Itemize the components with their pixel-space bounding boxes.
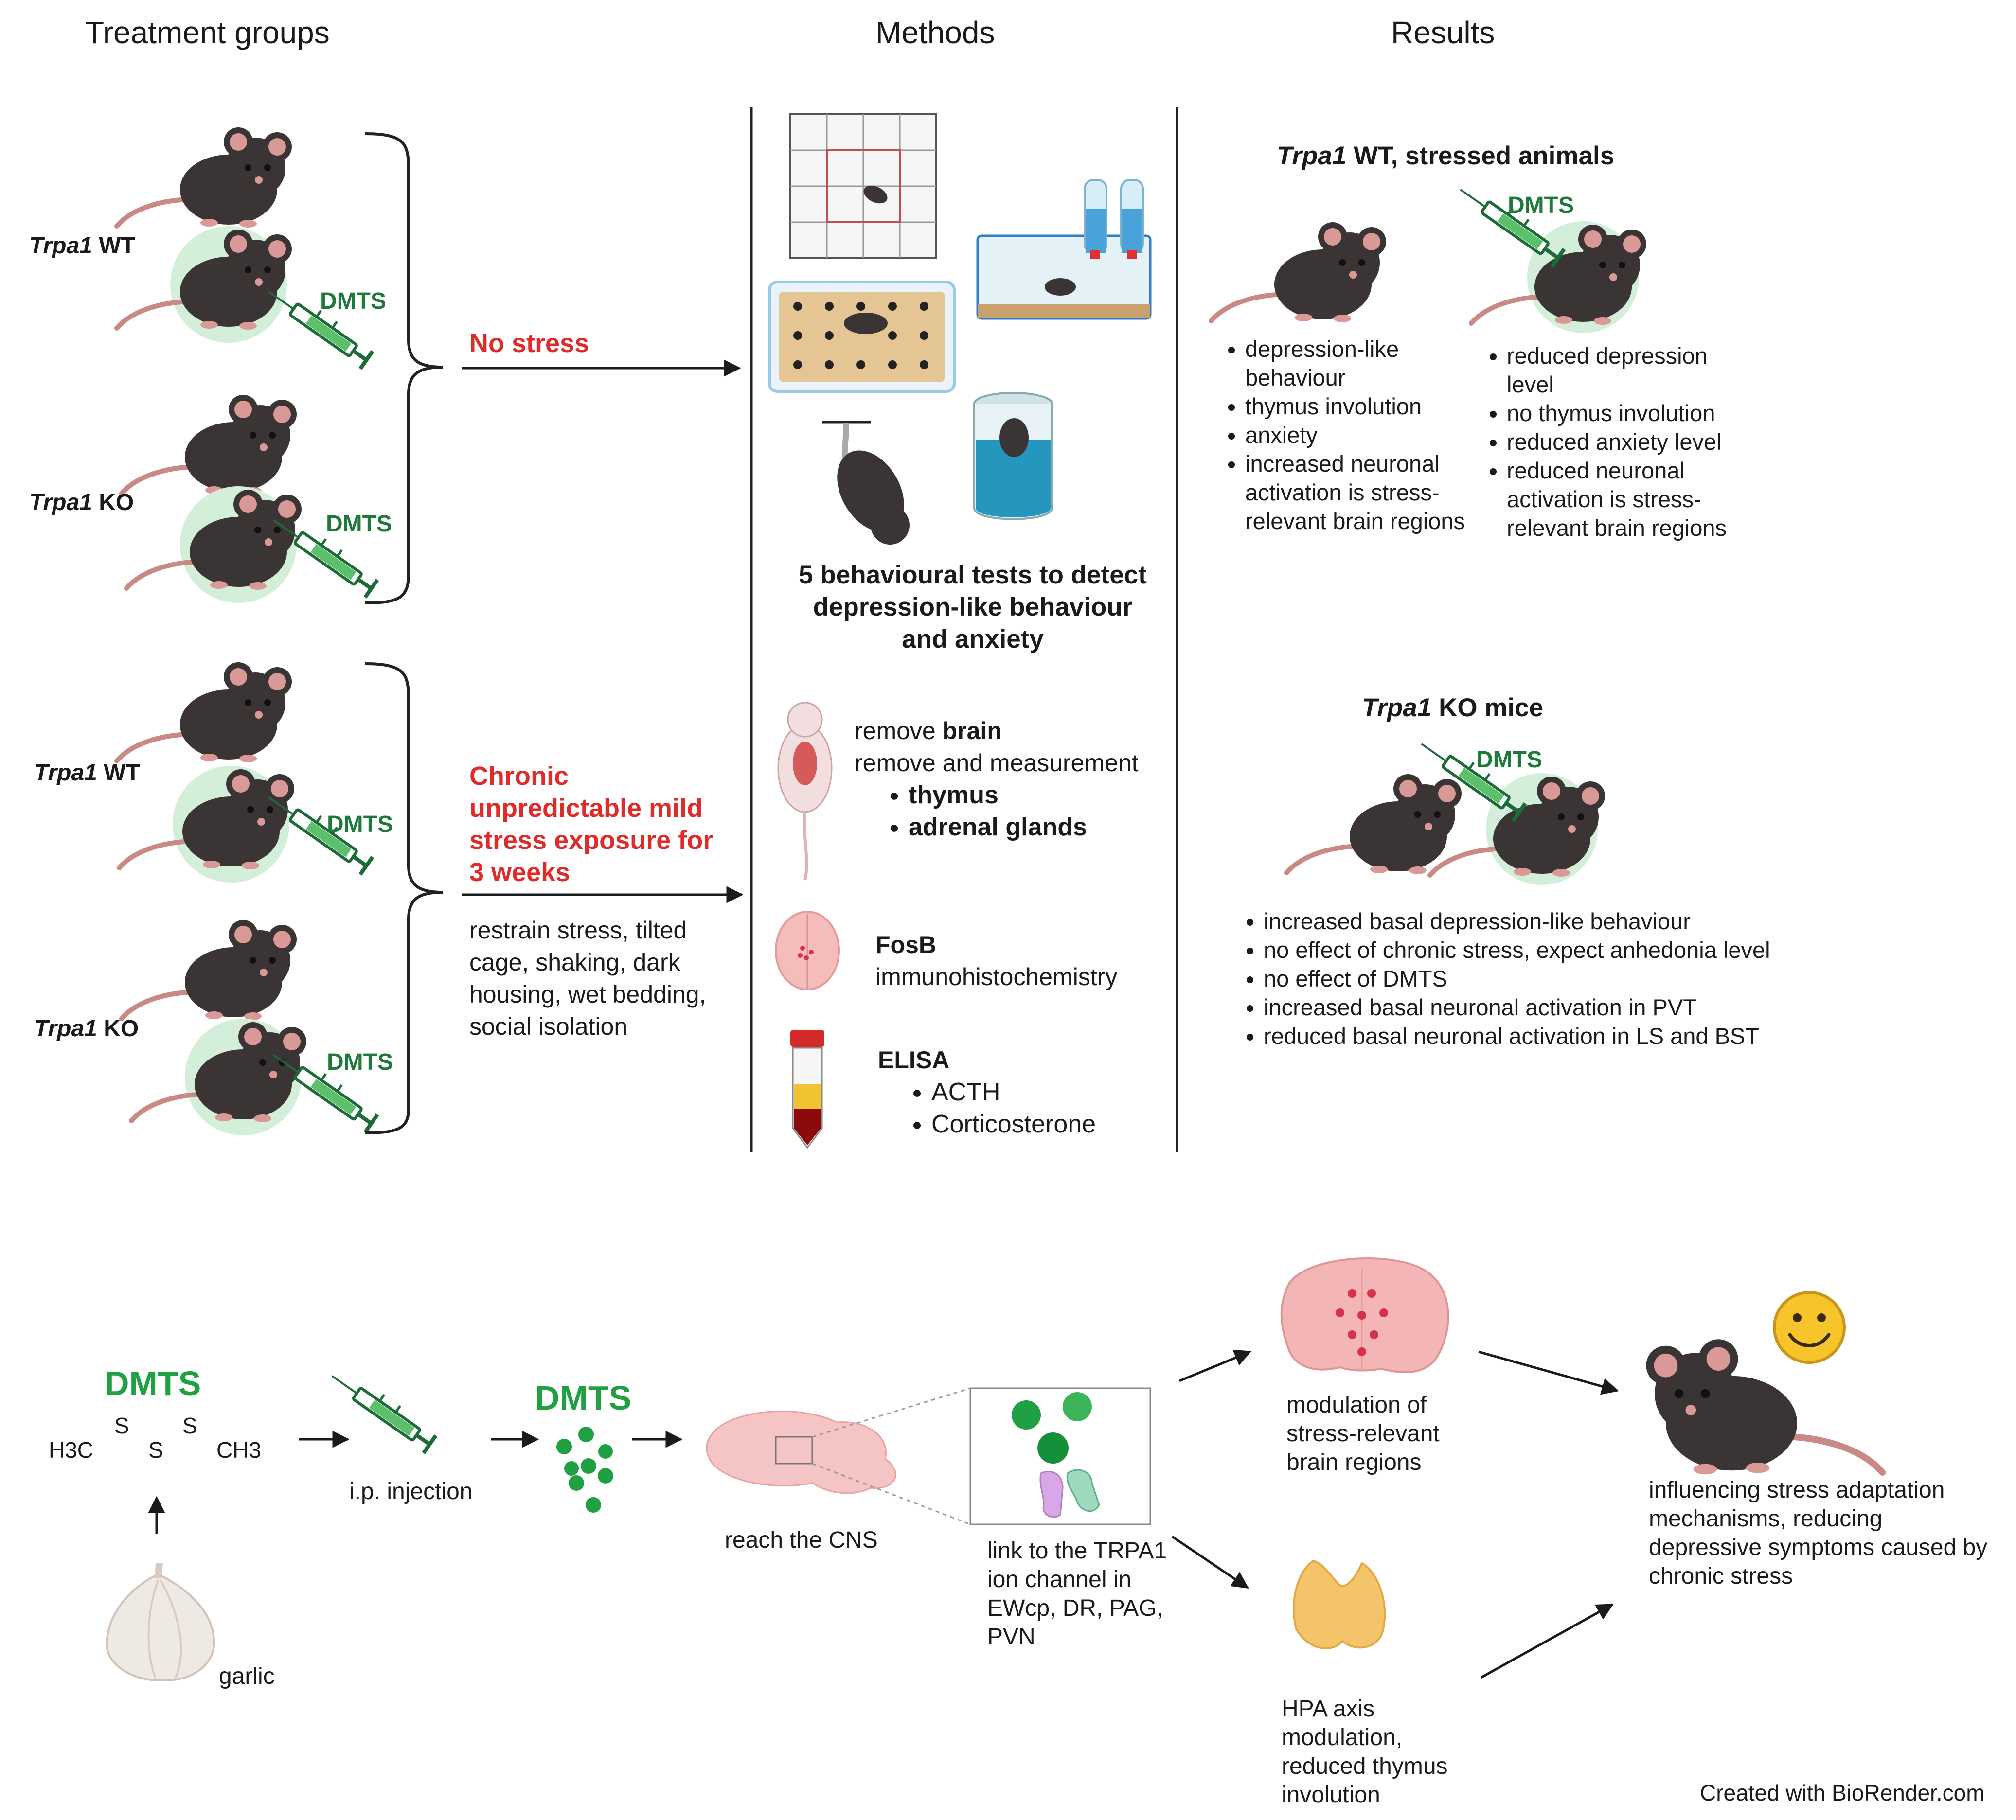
ihc-label: immunohistochemistry — [875, 963, 1118, 990]
dmts-molecules-icon — [556, 1427, 613, 1513]
mouse-wt-dmts-1 — [117, 226, 292, 343]
smiley-icon — [1773, 1291, 1846, 1364]
arrow-to-hpa — [1171, 1535, 1249, 1589]
brace-stress — [364, 662, 443, 1134]
ko-item: no effect of DMTS — [1264, 964, 1847, 993]
mouse-ko-1 — [122, 395, 297, 495]
brace-no-stress — [364, 132, 443, 604]
result-syringe-wt — [1454, 177, 1567, 266]
elisa-label: ELISA — [878, 1046, 950, 1074]
mouse-wt-1 — [117, 127, 292, 228]
group-label-wt-2: Trpa1 WT — [34, 760, 140, 786]
cns-label: reach the CNS — [725, 1527, 878, 1553]
garlic-label: garlic — [219, 1663, 275, 1689]
header-methods: Methods — [875, 15, 995, 50]
mouse-ko-dmts-1 — [126, 486, 302, 603]
wt-right-item: reduced depression level — [1507, 341, 1731, 399]
remove-brain: remove brain — [855, 717, 1002, 744]
wt-result-dmts: DMTS — [1508, 193, 1574, 218]
injection-label: i.p. injection — [349, 1479, 473, 1504]
mouse-wt-2 — [117, 662, 292, 762]
blood-tube-icon — [790, 1030, 824, 1149]
wt-right-item: no thymus involution — [1507, 399, 1731, 427]
brain-modulation-label: modulation of stress-relevant brain regi… — [1286, 1392, 1440, 1475]
cns-brain-icon — [706, 1387, 971, 1525]
formula-h3c: H3C — [49, 1437, 94, 1463]
sucrose-preference-test — [976, 179, 1152, 320]
elisa-item-cort: Corticosterone — [931, 1108, 1096, 1140]
mouse-ko-dmts-2 — [131, 1019, 306, 1135]
header-treatment-groups: Treatment groups — [85, 15, 330, 50]
ko-item: increased basal depression-like behaviou… — [1264, 907, 1847, 936]
result-mouse-ko-dmts — [1430, 773, 1605, 885]
trpa1-label: link to the TRPA1 ion channel in EWcp, D… — [987, 1538, 1167, 1650]
behaviour-caption: 5 behavioural tests to detect depression… — [799, 561, 1147, 654]
wt-left-item: increased neuronal activation is stress-… — [1245, 449, 1479, 535]
ko-item: no effect of chronic stress, expect anhe… — [1264, 936, 1847, 964]
result-mouse-ko — [1286, 774, 1462, 874]
biorender-credit: Created with BioRender.com — [1700, 1780, 1985, 1805]
coronal-brain-icon — [1280, 1257, 1449, 1374]
arrow-hpa-to-outcome — [1480, 1603, 1614, 1679]
dmts-formula: H3C S S S CH3 — [49, 1413, 272, 1476]
mouse-ko-2 — [122, 920, 297, 1020]
wt-stressed-list: depression-like behaviour thymus involut… — [1221, 335, 1479, 535]
ko-result-dmts: DMTS — [1476, 747, 1542, 773]
ko-item: increased basal neuronal activation in P… — [1264, 993, 1847, 1022]
brain-icon — [775, 911, 840, 990]
elisa-list: ACTH Corticosterone — [907, 1076, 1096, 1140]
wt-right-item: reduced neuronal activation is stress-re… — [1507, 456, 1731, 542]
wt-result-title: Trpa1 WT, stressed animals — [1277, 141, 1615, 170]
ko-item: reduced basal neuronal activation in LS … — [1264, 1022, 1847, 1050]
dissected-mouse-icon — [777, 702, 833, 881]
formula-s1: S — [114, 1413, 129, 1438]
organ-item-adrenal: adrenal glands — [909, 811, 1087, 843]
organ-item-thymus: thymus — [909, 779, 1087, 811]
formula-s3: S — [182, 1413, 197, 1438]
dmts-label-ko-1: DMTS — [326, 511, 392, 537]
formula-s2: S — [148, 1437, 163, 1463]
ko-result-list: increased basal depression-like behaviou… — [1239, 907, 1847, 1050]
hole-board-test — [768, 281, 956, 393]
stressor-list: restrain stress, tilted cage, shaking, d… — [469, 917, 706, 1040]
no-stress-label: No stress — [469, 329, 589, 358]
header-results: Results — [1391, 15, 1495, 50]
dmts-title-1: DMTS — [105, 1364, 201, 1402]
chronic-stress-label: Chronic unpredictable mild stress exposu… — [469, 761, 714, 887]
dmts-label-wt-1: DMTS — [320, 288, 386, 314]
remove-measurement: remove and measurement — [855, 749, 1139, 777]
ko-result-title: Trpa1 KO mice — [1362, 693, 1544, 722]
wt-left-item: thymus involution — [1245, 392, 1479, 421]
hpa-label: HPA axis modulation, reduced thymus invo… — [1282, 1696, 1448, 1808]
happy-mouse-icon — [1646, 1339, 1883, 1474]
arrow-brain-to-outcome — [1478, 1350, 1619, 1395]
outcome-label: influencing stress adaptation mechanisms… — [1649, 1477, 1988, 1589]
dmts-label-wt-2: DMTS — [327, 812, 393, 837]
tail-suspension-test — [822, 421, 910, 545]
organ-list: thymus adrenal glands — [884, 779, 1087, 843]
arrow-to-brain-mod — [1179, 1349, 1252, 1382]
mouse-wt-dmts-2 — [119, 766, 294, 883]
dmts-title-2: DMTS — [535, 1379, 632, 1417]
wt-left-item: depression-like behaviour — [1245, 335, 1479, 392]
result-mouse-wt-dmts — [1471, 221, 1646, 333]
group-label-ko-2: Trpa1 KO — [34, 1016, 139, 1042]
wt-dmts-list: reduced depression level no thymus invol… — [1482, 341, 1731, 542]
trpa1-channel-panel — [969, 1387, 1151, 1525]
forced-swim-test — [973, 392, 1053, 520]
group-label-wt-1: Trpa1 WT — [29, 233, 135, 259]
group-label-ko-1: Trpa1 KO — [29, 490, 134, 515]
adrenal-gland-icon — [1292, 1559, 1386, 1649]
open-field-test — [789, 113, 937, 259]
result-mouse-wt — [1211, 222, 1386, 322]
garlic-icon — [106, 1563, 215, 1681]
wt-left-item: anxiety — [1245, 421, 1479, 449]
wt-right-item: reduced anxiety level — [1507, 427, 1731, 456]
elisa-item-acth: ACTH — [931, 1076, 1096, 1108]
dmts-label-ko-2: DMTS — [327, 1049, 393, 1075]
formula-ch3: CH3 — [216, 1437, 262, 1463]
fosb-label: FosB — [875, 931, 936, 958]
